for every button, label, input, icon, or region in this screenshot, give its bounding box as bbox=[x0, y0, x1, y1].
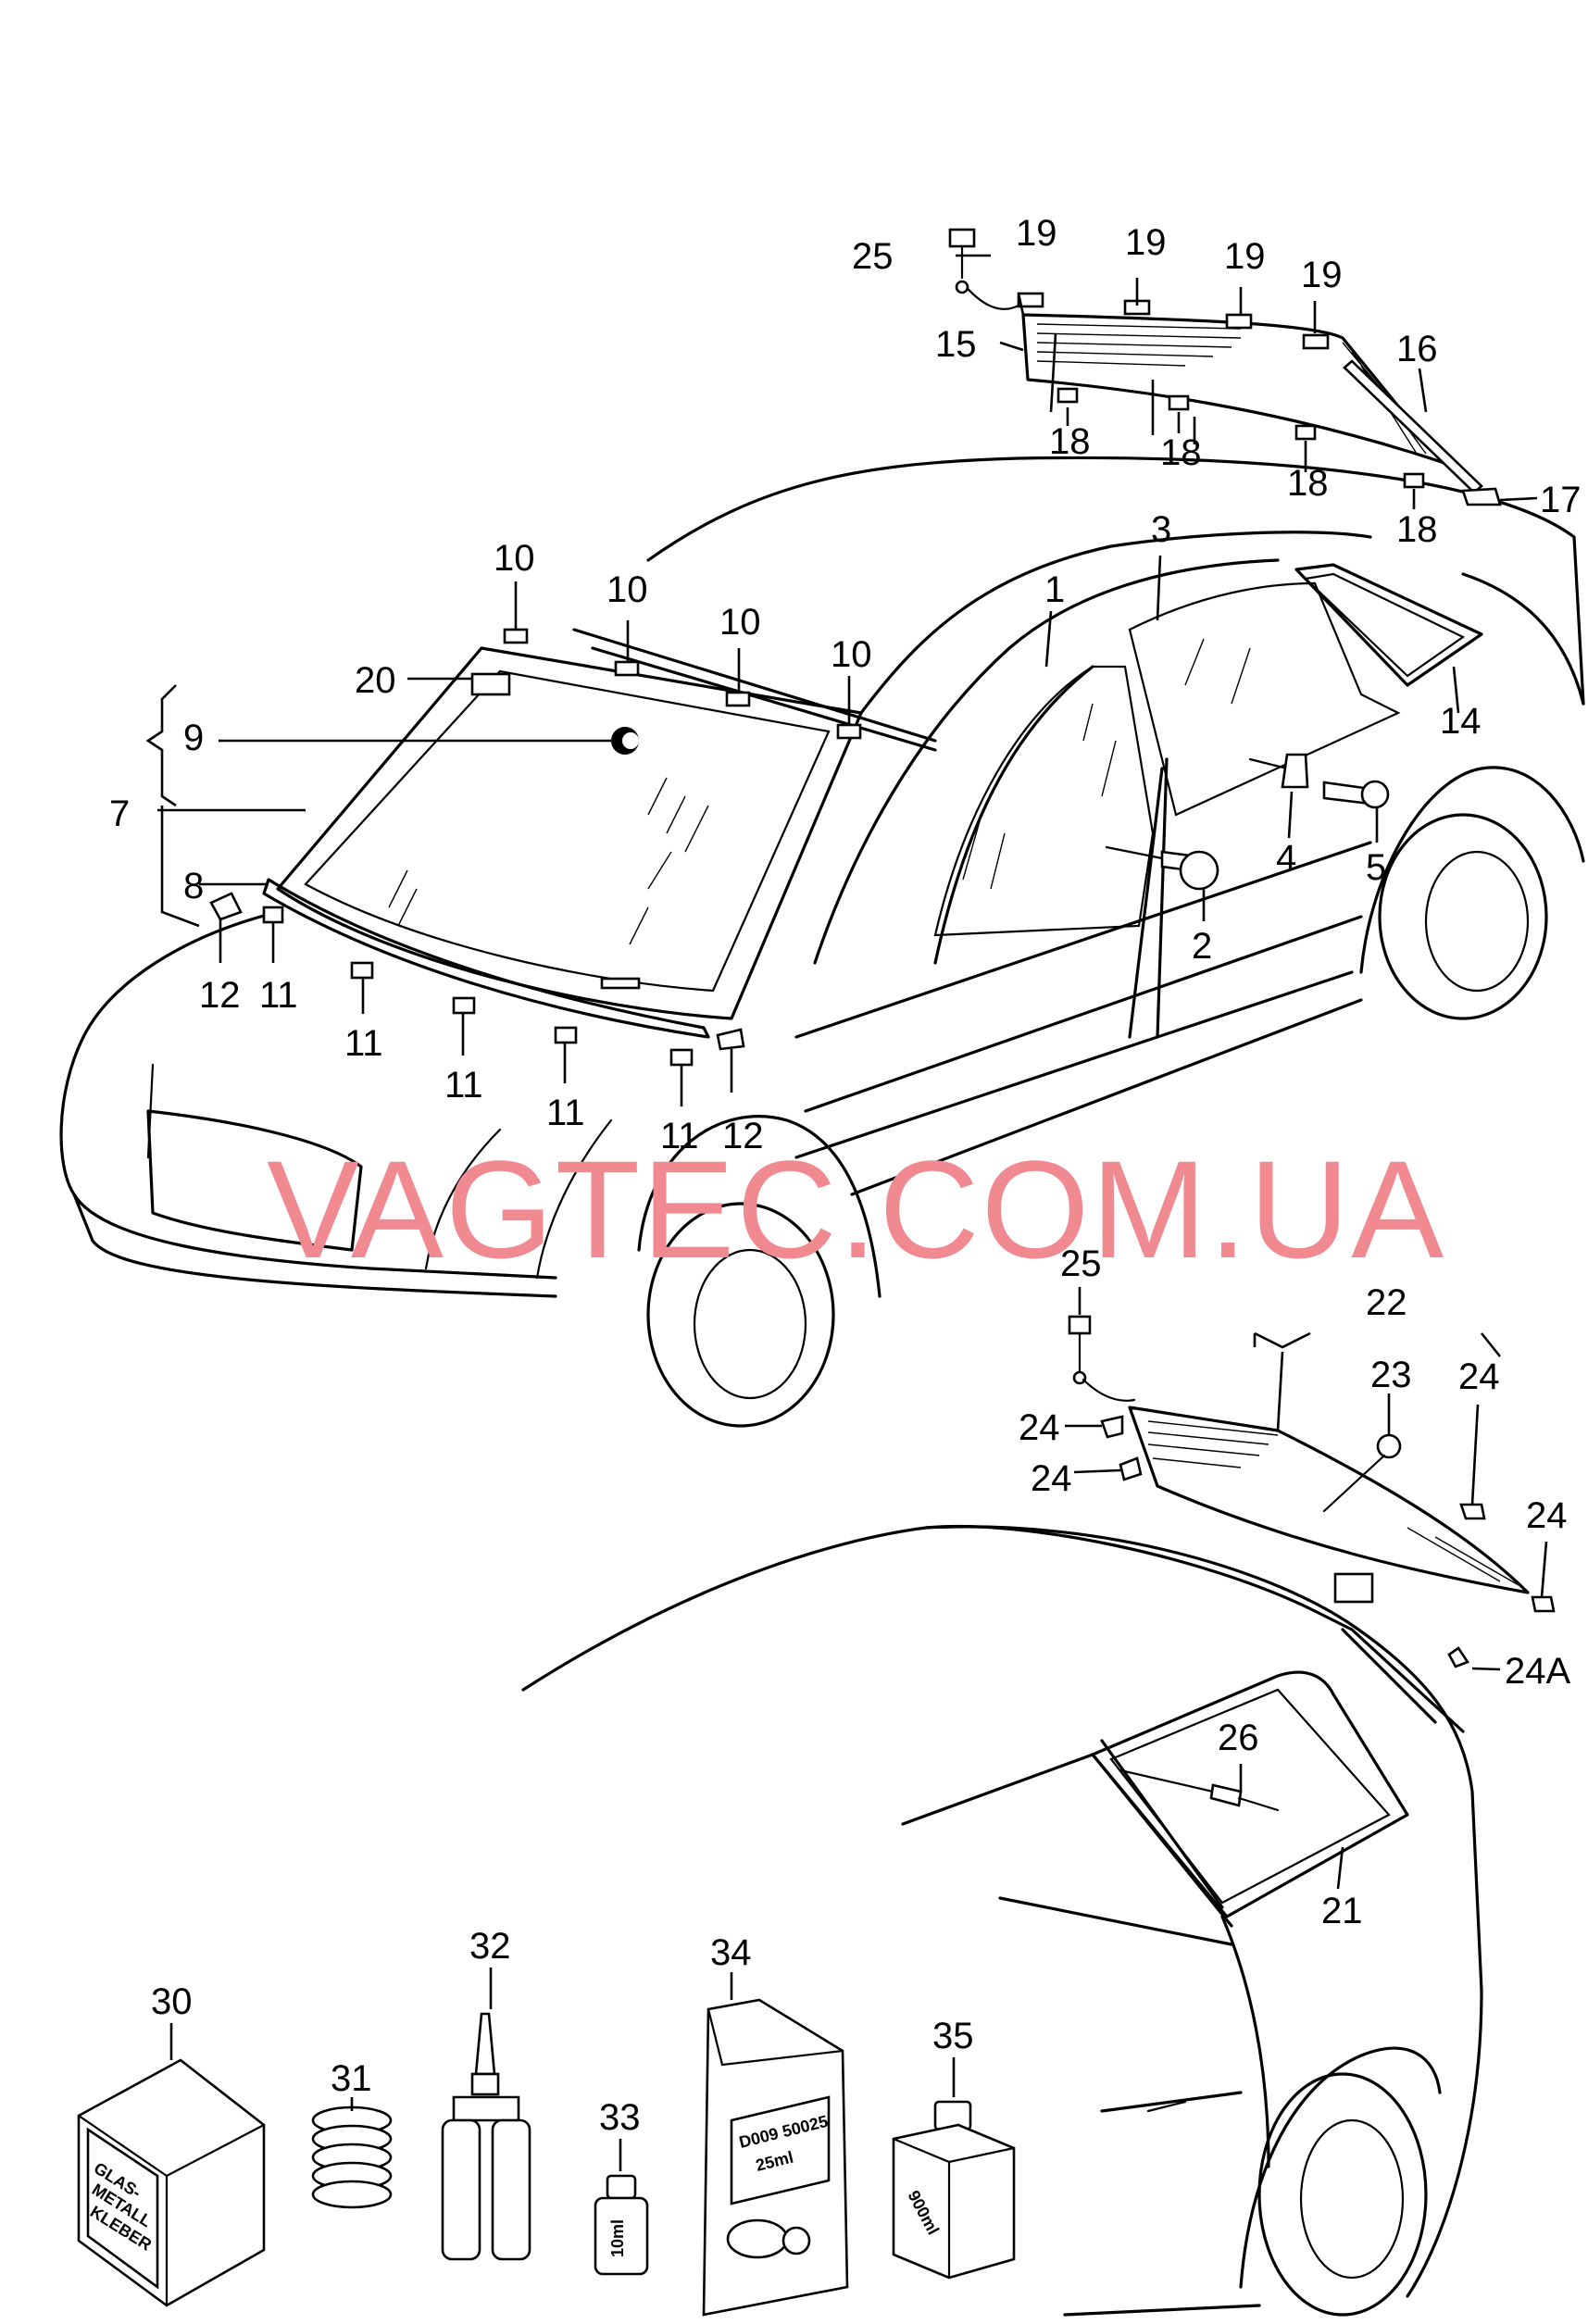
callout-18d: 18 bbox=[1396, 509, 1438, 550]
clip-10c bbox=[725, 691, 751, 707]
callout-30: 30 bbox=[151, 1981, 193, 2022]
callout-12a: 12 bbox=[199, 975, 241, 1016]
callout-23: 23 bbox=[1370, 1355, 1412, 1395]
clip-10a bbox=[503, 628, 529, 644]
callout-labels: 1 2 3 4 5 7 8 9 10 10 10 10 11 11 11 11 … bbox=[109, 213, 1582, 2138]
callout-34: 34 bbox=[710, 1932, 752, 1973]
callout-19a: 19 bbox=[1016, 213, 1057, 254]
callout-10a: 10 bbox=[494, 538, 535, 579]
wagon-rear bbox=[521, 1315, 1556, 2317]
watermark: VAGTEC.COM.UA bbox=[267, 1131, 1445, 1287]
callout-3: 3 bbox=[1151, 509, 1171, 550]
callout-24d: 24 bbox=[1526, 1495, 1568, 1536]
callout-25b: 25 bbox=[1060, 1243, 1102, 1284]
callout-18b: 18 bbox=[1160, 432, 1202, 473]
sedan-body bbox=[59, 456, 1585, 1428]
callout-19b: 19 bbox=[1125, 222, 1167, 263]
callout-1: 1 bbox=[1044, 569, 1065, 610]
callout-33: 33 bbox=[599, 2097, 641, 2138]
clip-10d bbox=[836, 723, 862, 740]
callout-10c: 10 bbox=[719, 602, 761, 643]
pouch-34: D009 50025 25ml bbox=[702, 1998, 849, 2317]
callout-10d: 10 bbox=[831, 634, 872, 675]
cowl-clips bbox=[209, 892, 745, 1067]
callout-24b: 24 bbox=[1031, 1458, 1072, 1499]
callout-11a: 11 bbox=[259, 975, 298, 1016]
callout-15: 15 bbox=[935, 324, 977, 365]
sticker-20 bbox=[470, 672, 511, 696]
callout-19d: 19 bbox=[1301, 255, 1343, 295]
callout-24A: 24A bbox=[1505, 1651, 1570, 1692]
callout-17: 17 bbox=[1540, 480, 1582, 520]
callout-19c: 19 bbox=[1224, 236, 1266, 277]
callout-11d: 11 bbox=[546, 1093, 585, 1133]
callout-24a: 24 bbox=[1019, 1407, 1060, 1448]
callout-31: 31 bbox=[331, 2058, 372, 2099]
rear-glass-15 bbox=[948, 228, 1502, 506]
callout-5: 5 bbox=[1366, 847, 1386, 888]
callout-35: 35 bbox=[932, 2016, 974, 2056]
callout-8: 8 bbox=[183, 866, 204, 906]
windshield-hatch bbox=[388, 777, 709, 945]
bottle-35: 900ml bbox=[892, 2100, 1016, 2280]
callout-21: 21 bbox=[1321, 1891, 1363, 1931]
callout-2: 2 bbox=[1192, 926, 1212, 967]
callout-16: 16 bbox=[1396, 329, 1438, 369]
callout-24c: 24 bbox=[1458, 1356, 1500, 1397]
callout-4: 4 bbox=[1276, 838, 1296, 879]
callout-14: 14 bbox=[1440, 701, 1482, 742]
cartridge-32 bbox=[441, 2012, 531, 2261]
bottle-33: 10ml bbox=[594, 2174, 649, 2276]
leader-lines bbox=[145, 254, 1548, 2171]
callout-11b: 11 bbox=[344, 1023, 383, 1064]
roof-molding bbox=[470, 628, 937, 755]
wire-coil-31 bbox=[311, 2105, 393, 2209]
clip-10b bbox=[614, 660, 640, 677]
callout-9: 9 bbox=[183, 718, 204, 758]
screws bbox=[1105, 753, 1390, 891]
callout-26: 26 bbox=[1218, 1718, 1259, 1758]
callout-18c: 18 bbox=[1287, 463, 1329, 504]
callout-18a: 18 bbox=[1049, 421, 1091, 462]
callout-20: 20 bbox=[355, 660, 396, 701]
callout-32: 32 bbox=[469, 1926, 511, 1967]
callout-25a: 25 bbox=[852, 236, 894, 277]
callout-22: 22 bbox=[1366, 1282, 1407, 1323]
callout-10b: 10 bbox=[606, 569, 648, 610]
callout-12b: 12 bbox=[722, 1116, 764, 1156]
bottle-small-label: 10ml bbox=[608, 2219, 627, 2257]
callout-11c: 11 bbox=[444, 1065, 483, 1106]
accessory-box-30: GLAS- METALL KLEBER bbox=[77, 2058, 266, 2307]
callout-11e: 11 bbox=[660, 1116, 699, 1156]
callout-7: 7 bbox=[109, 793, 130, 834]
